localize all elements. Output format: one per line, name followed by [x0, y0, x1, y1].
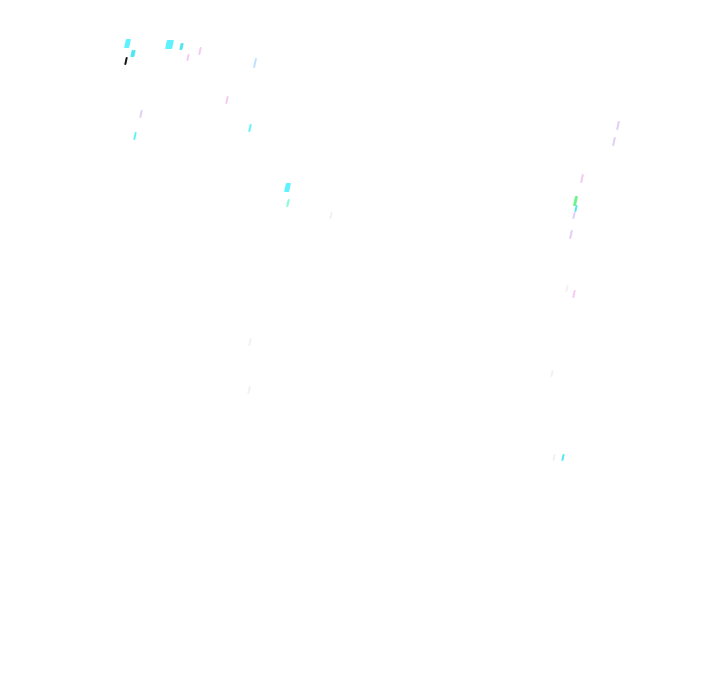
- artifact-speck: [248, 124, 252, 132]
- artifact-speck: [198, 47, 202, 55]
- artifact-speck: [186, 54, 190, 61]
- artifact-speck: [124, 39, 131, 48]
- artifact-speck: [247, 386, 251, 394]
- artifact-speck: [248, 338, 252, 346]
- artifact-speck: [286, 199, 290, 207]
- artifact-speck: [612, 137, 616, 146]
- artifact-speck: [580, 174, 584, 183]
- artifact-speck: [329, 212, 333, 219]
- artifact-speck: [252, 58, 258, 68]
- artifact-speck: [572, 212, 576, 219]
- artifact-speck: [124, 57, 128, 65]
- artifact-speck: [569, 230, 573, 239]
- artifact-speck: [574, 205, 578, 212]
- artifact-speck: [561, 454, 565, 461]
- artifact-speck: [572, 290, 576, 298]
- artifact-speck: [133, 132, 137, 140]
- artifact-speck: [550, 370, 554, 377]
- artifact-speck: [179, 43, 184, 50]
- artifact-speck: [284, 183, 291, 192]
- artifact-speck: [616, 121, 620, 130]
- artifact-speck: [225, 96, 229, 104]
- artifact-speck: [139, 110, 143, 118]
- artifact-speck: [130, 50, 136, 57]
- artifact-speck: [565, 285, 569, 292]
- artifact-speck: [552, 454, 556, 461]
- artifact-speck: [165, 40, 174, 49]
